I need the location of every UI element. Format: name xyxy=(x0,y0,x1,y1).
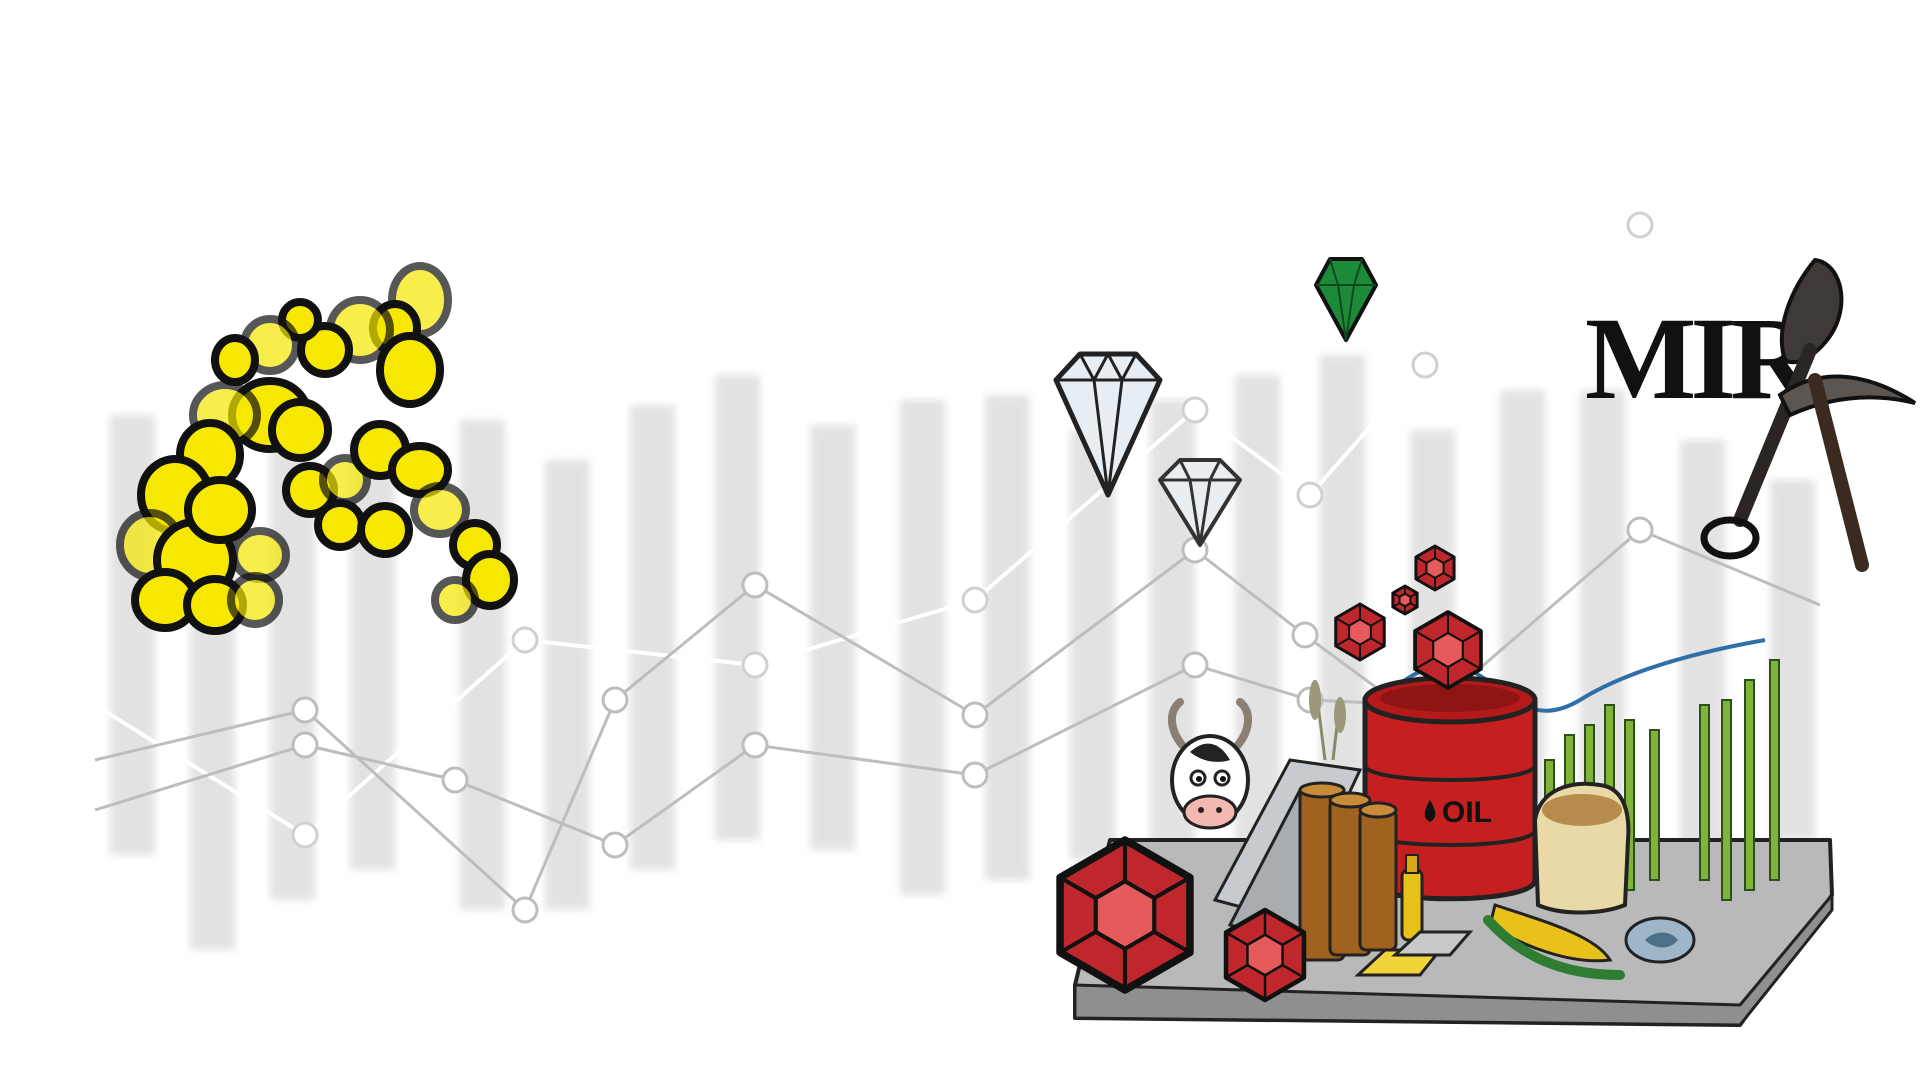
background-line-point xyxy=(1411,351,1439,379)
background-line-point xyxy=(1626,516,1654,544)
ruby-icon xyxy=(1223,907,1307,1003)
gold-nugget xyxy=(230,527,290,583)
diamond-icon xyxy=(1158,458,1242,547)
background-line-point xyxy=(291,731,319,759)
gold-nugget xyxy=(410,482,470,538)
sugarcane-stick xyxy=(1649,729,1660,881)
background-lines xyxy=(93,211,1821,924)
background-bar xyxy=(545,460,590,910)
gold-nuggets-icon xyxy=(116,262,518,635)
gold-nugget xyxy=(184,476,256,544)
background-line xyxy=(93,223,1821,837)
ruby-icon xyxy=(1414,544,1456,592)
sugarcane-stick xyxy=(1721,699,1732,901)
sugarcane-stick xyxy=(1744,679,1755,891)
background-line-point xyxy=(961,701,989,729)
log-end xyxy=(1298,781,1346,799)
oil-label: OIL xyxy=(1442,796,1492,829)
background-line-point xyxy=(291,696,319,724)
rubies xyxy=(1056,544,1483,1003)
background-bar xyxy=(715,375,760,840)
emerald-icon xyxy=(1314,257,1378,342)
ruby-icon xyxy=(1391,584,1419,616)
corn-icon xyxy=(1483,903,1625,980)
fish-can-icon xyxy=(1624,916,1696,964)
background-line-point xyxy=(441,766,469,794)
gold-nugget xyxy=(376,332,444,408)
background-line-point xyxy=(291,821,319,849)
background-line-point xyxy=(741,571,769,599)
background-line-point xyxy=(601,686,629,714)
shovel-icon xyxy=(1700,257,1844,560)
sugarcane-stick xyxy=(1699,704,1710,881)
background-line-point xyxy=(1296,481,1324,509)
gold-nugget xyxy=(357,502,413,558)
oil-barrel-icon: OIL xyxy=(1362,675,1538,902)
background-line-point xyxy=(961,761,989,789)
background-line-point xyxy=(1181,396,1209,424)
ruby-icon xyxy=(1334,602,1386,662)
background-line-point xyxy=(741,731,769,759)
wood-logs xyxy=(1298,781,1398,962)
olive-oil-bottle-icon xyxy=(1400,854,1424,942)
gold-nugget xyxy=(211,334,259,386)
wheat-icon xyxy=(1309,679,1346,761)
sugarcane-stick xyxy=(1769,659,1780,881)
grain-sack xyxy=(1532,781,1631,915)
gold-nugget xyxy=(431,576,479,624)
background-line-point xyxy=(601,831,629,859)
background-bar xyxy=(1070,430,1115,860)
background-line-point xyxy=(1291,621,1319,649)
diamond-icon xyxy=(1053,350,1163,498)
background-line-point xyxy=(511,626,539,654)
gold-nugget xyxy=(227,572,283,628)
pickaxe-icon xyxy=(1777,373,1917,572)
cow-icon xyxy=(1168,698,1252,830)
background-line-point xyxy=(1181,651,1209,679)
ruby-icon xyxy=(1056,836,1194,994)
background-line-point xyxy=(511,896,539,924)
log-end xyxy=(1328,791,1372,809)
background-line-point xyxy=(1626,211,1654,239)
background-bar xyxy=(900,400,945,895)
log xyxy=(1358,808,1398,952)
gold-nugget xyxy=(297,322,353,378)
gold-nugget xyxy=(268,398,332,462)
background-bar xyxy=(630,405,675,870)
background-line-point xyxy=(961,586,989,614)
background-line-point xyxy=(741,651,769,679)
gold-nugget xyxy=(314,499,366,551)
log-end xyxy=(1358,801,1398,819)
ruby-icon xyxy=(1413,610,1483,690)
gold-bar-icon xyxy=(1354,930,1474,977)
background-bar xyxy=(985,395,1030,880)
